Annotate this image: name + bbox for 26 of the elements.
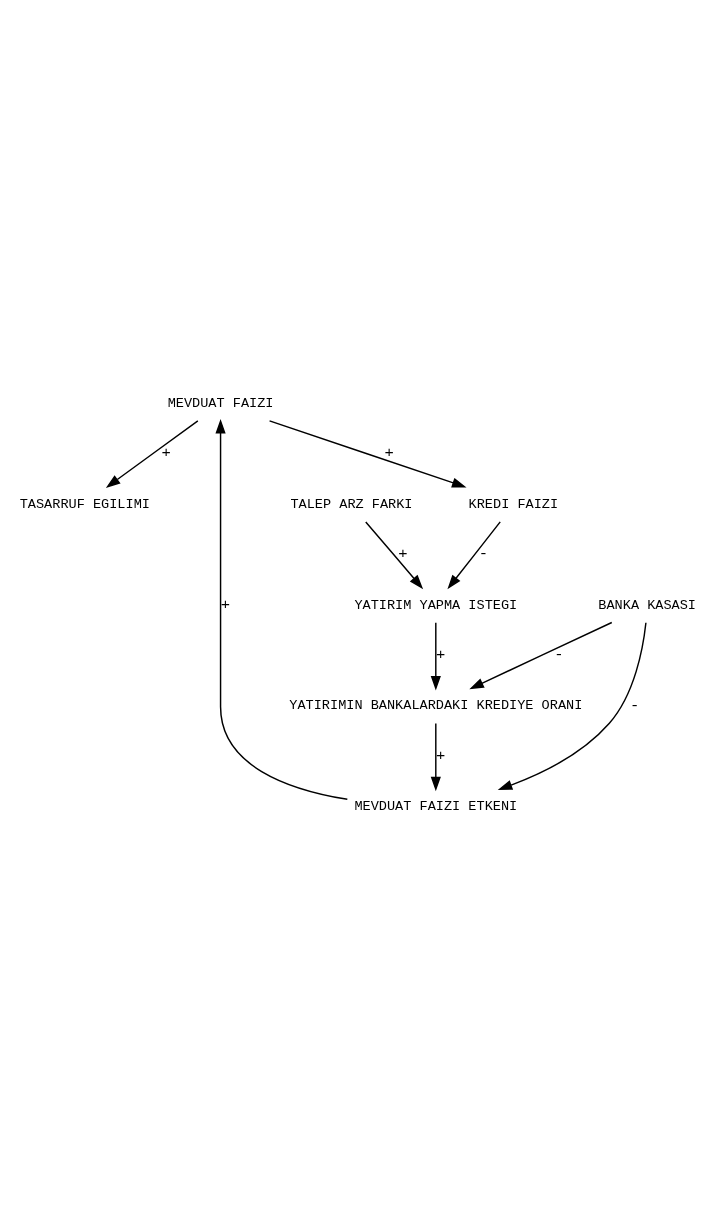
edge-label: + [398, 544, 408, 563]
arrow [215, 418, 349, 800]
node-text: YATIRIM YAPMA ISTEGI [354, 597, 518, 613]
edge-label: + [384, 443, 394, 462]
node-text: KREDI FAIZI [468, 496, 559, 512]
edge-label: + [436, 746, 446, 765]
edge-label: - [554, 645, 564, 664]
arrow [430, 722, 441, 791]
node-text: YATIRIMIN BANKALARDAKI KREDIYE ORANI [289, 697, 583, 713]
edge-label: + [436, 645, 446, 664]
arrow [497, 621, 647, 790]
node-text: TALEP ARZ FARKI [290, 496, 413, 512]
edge-label: - [478, 544, 488, 563]
arrow [430, 621, 441, 691]
node-text: MEVDUAT FAIZI [167, 395, 274, 411]
node-text: BANKA KASASI [598, 597, 697, 613]
arrow [365, 520, 424, 589]
arrow [268, 419, 467, 488]
arrow [105, 419, 199, 488]
edge-label: + [161, 443, 171, 462]
edge-label: + [220, 595, 231, 614]
edge-label: - [629, 696, 640, 715]
arrow [469, 621, 613, 689]
node-text: MEVDUAT FAIZI ETKENI [354, 798, 518, 814]
node-text: TASARRUF EGILIMI [19, 496, 150, 512]
arrow [447, 520, 501, 589]
